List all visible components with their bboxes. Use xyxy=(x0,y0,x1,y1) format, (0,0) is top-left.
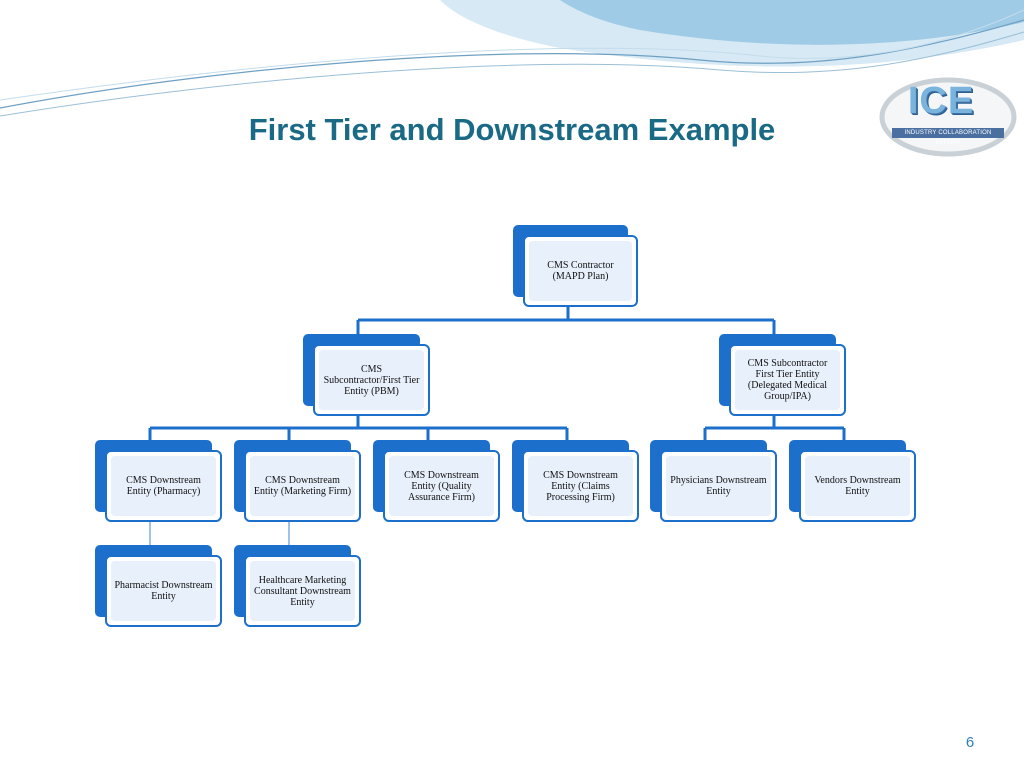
node-pharmacy: CMS Downstream Entity (Pharmacy) xyxy=(95,440,222,522)
node-label: CMS Downstream Entity (Pharmacy) xyxy=(126,475,201,497)
node-label: CMS Downstream Entity (Claims Processing… xyxy=(543,469,618,503)
node-label: Physicians Downstream Entity xyxy=(670,475,767,497)
node-pharmacist: Pharmacist Downstream Entity xyxy=(95,545,222,627)
node-label: Vendors Downstream Entity xyxy=(814,475,901,497)
connector-delegated xyxy=(703,414,846,440)
node-label: CMS Subcontractor/First Tier Entity (PBM… xyxy=(323,363,420,397)
logo-text: ICE xyxy=(907,80,975,122)
node-label: Pharmacist Downstream Entity xyxy=(114,580,213,602)
node-delegated-medical-group: CMS Subcontractor First Tier Entity (Del… xyxy=(719,334,846,416)
header-swoosh xyxy=(0,0,1024,117)
node-label: CMS Subcontractor First Tier Entity (Del… xyxy=(747,358,828,402)
node-marketing-firm: CMS Downstream Entity (Marketing Firm) xyxy=(234,440,361,522)
node-healthcare-marketing-consultant: Healthcare Marketing Consultant Downstre… xyxy=(234,545,361,627)
connector-pbm xyxy=(148,414,569,440)
node-label: CMS Contractor (MAPD Plan) xyxy=(547,260,614,282)
node-pbm: CMS Subcontractor/First Tier Entity (PBM… xyxy=(303,334,430,416)
node-physicians: Physicians Downstream Entity xyxy=(650,440,777,522)
node-label: Healthcare Marketing Consultant Downstre… xyxy=(254,574,351,608)
node-claims-processing-firm: CMS Downstream Entity (Claims Processing… xyxy=(512,440,639,522)
node-label: CMS Downstream Entity (Quality Assurance… xyxy=(404,469,479,503)
page-number: 6 xyxy=(965,734,975,751)
logo-subtitle: INDUSTRY COLLABORATION EFFORT xyxy=(892,128,1004,146)
node-vendors: Vendors Downstream Entity xyxy=(789,440,916,522)
slide-title: First Tier and Downstream Example xyxy=(248,112,776,147)
ice-logo: ICE INDUSTRY COLLABORATION EFFORT xyxy=(878,76,1024,160)
connector-root xyxy=(356,306,776,334)
node-cms-contractor: CMS Contractor (MAPD Plan) xyxy=(513,225,638,307)
node-label: CMS Downstream Entity (Marketing Firm) xyxy=(253,475,352,497)
node-quality-assurance-firm: CMS Downstream Entity (Quality Assurance… xyxy=(373,440,500,522)
